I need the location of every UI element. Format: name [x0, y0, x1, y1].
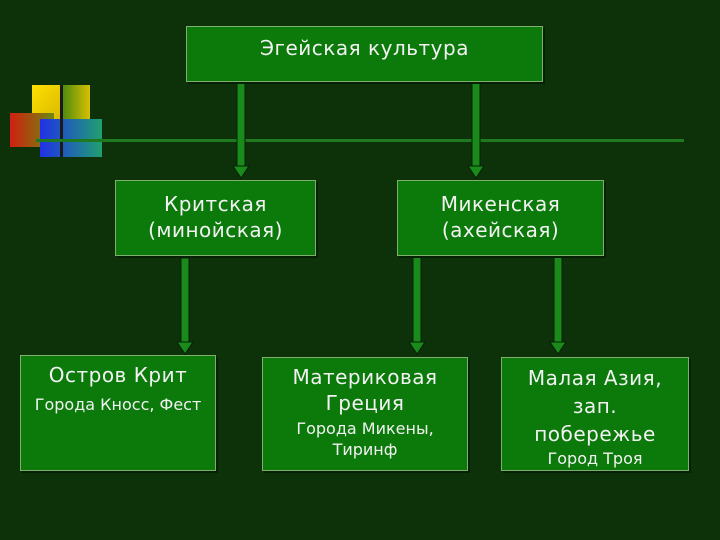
arrow-crete-to-island	[176, 257, 194, 355]
branch-line1: Критская	[164, 192, 267, 216]
leaf-title: Малая Азия, зап. побережье	[527, 366, 663, 446]
arrow-mycenae-to-asia	[549, 255, 567, 355]
arrow-mycenae-to-greece	[408, 255, 426, 355]
root-node: Эгейская культура	[186, 26, 543, 82]
root-label: Эгейская культура	[260, 36, 469, 60]
branch-line2: (минойская)	[148, 218, 283, 242]
color-squares-logo-icon	[10, 85, 105, 160]
arrow-root-to-mycenae	[467, 81, 485, 179]
leaf-title: Материковая Греция	[292, 365, 438, 415]
leaf-subtitle: Город Троя	[547, 449, 643, 468]
leaf-node-mainland-greece: Материковая Греция Города Микены, Тиринф	[262, 357, 468, 471]
leaf-subtitle: Города Кносс, Фест	[34, 395, 202, 414]
leaf-title: Остров Крит	[48, 363, 188, 387]
divider-line	[36, 139, 684, 142]
branch-node-crete: Критская (минойская)	[115, 180, 316, 256]
branch-line2: (ахейская)	[441, 218, 560, 242]
branch-line1: Микенская	[440, 192, 561, 216]
leaf-node-asia-minor: Малая Азия, зап. побережье Город Троя	[501, 357, 689, 471]
arrow-root-to-crete	[232, 81, 250, 179]
leaf-subtitle: Города Микены, Тиринф	[296, 419, 434, 459]
leaf-node-crete-island: Остров Крит Города Кносс, Фест	[20, 355, 216, 471]
branch-node-mycenae: Микенская (ахейская)	[397, 180, 604, 256]
